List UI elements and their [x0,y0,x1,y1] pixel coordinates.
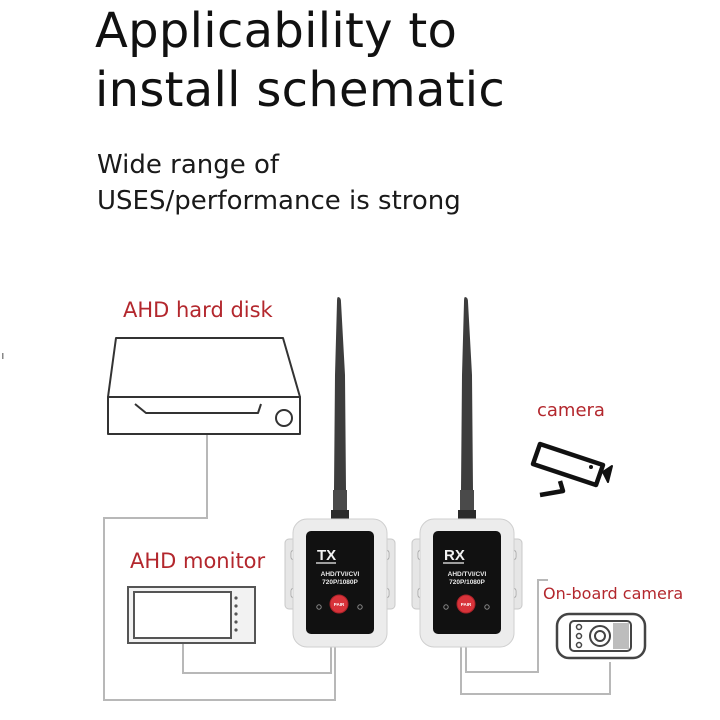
rx-power-led-icon [443,604,449,610]
hard-disk-icon [107,337,301,435]
tx-name: TX [317,547,336,564]
tx-antenna-icon [334,297,346,490]
tx-pair-button[interactable]: PAIR [329,594,349,614]
rx-antenna-icon [461,297,473,490]
camera-label: camera [537,400,605,421]
edge-mark [2,353,4,359]
rx-to-camera-line [465,579,548,673]
rx-pair-button[interactable]: PAIR [456,594,476,614]
subtitle-line-2: USES/performance is strong [97,186,461,216]
rx-resolution: 720P/1080P [449,579,485,586]
svg-text:PAIR: PAIR [334,602,345,607]
monitor-icon [127,586,256,644]
camera-icon [530,441,613,498]
tx-resolution: 720P/1080P [322,579,358,586]
tx-power-led-icon [316,604,322,610]
tx-formats: AHD/TVI/CVI [321,571,360,578]
rx-signal-led-icon [484,604,490,610]
rx-formats: AHD/TVI/CVI [448,571,487,578]
hard-disk-label: AHD hard disk [123,298,273,322]
rx-unit: RX AHD/TVI/CVI 720P/1080P PAIR [411,297,523,648]
tx-signal-led-icon [357,604,363,610]
monitor-to-tx-line [182,643,332,674]
page-title: Applicability to install schematic [95,2,505,120]
connection-lines [103,434,611,701]
tx-unit: TX AHD/TVI/CVI 720P/1080P PAIR [284,297,396,648]
onboard-camera-label: On-board camera [543,584,684,603]
title-line-1: Applicability to [95,3,458,59]
svg-text:PAIR: PAIR [461,602,472,607]
onboard-camera-icon [555,612,647,660]
page-subtitle: Wide range of USES/performance is strong [97,147,461,219]
title-line-2: install schematic [95,62,506,118]
hard-disk-to-tx-line [103,434,336,701]
subtitle-line-1: Wide range of [97,150,280,180]
rx-name: RX [444,547,465,564]
monitor-label: AHD monitor [130,549,266,573]
rx-to-onboard-camera-line [460,646,611,695]
